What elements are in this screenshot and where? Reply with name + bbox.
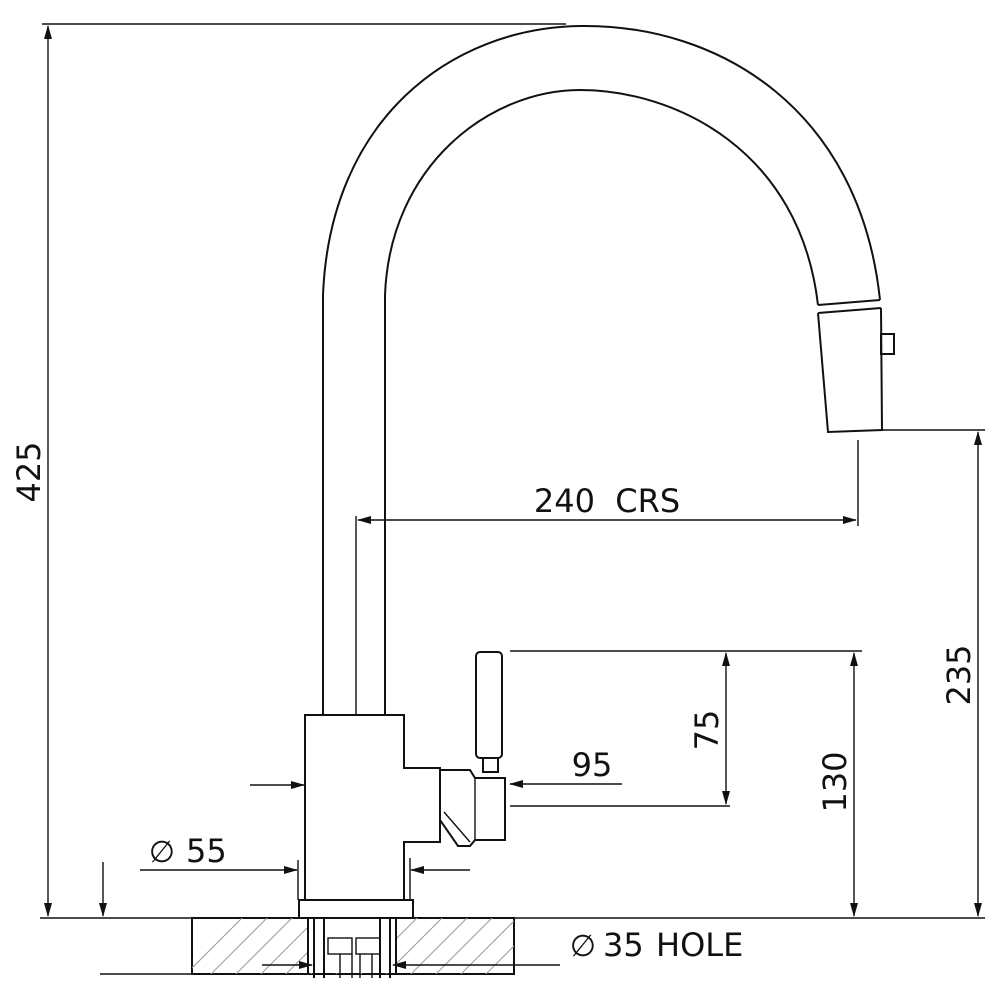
lever-handle	[439, 651, 506, 847]
faucet-body	[304, 714, 441, 901]
label-outlet-height: 235	[940, 644, 978, 705]
label-overall-height: 425	[10, 441, 48, 502]
label-handle-length: 75	[688, 710, 726, 751]
dimension-body-diameter	[140, 781, 470, 874]
label-hole-size: 35	[603, 926, 644, 964]
mounting-shank	[313, 918, 391, 978]
spout-inner	[384, 88, 819, 715]
label-handle-offset: 95	[572, 746, 613, 784]
spray-head	[817, 299, 895, 434]
diameter-symbol-hole: ∅	[570, 929, 596, 964]
base-flange	[298, 899, 414, 919]
label-handle-height: 130	[816, 751, 854, 812]
label-body-diameter: 55	[186, 832, 227, 870]
extension-lines	[40, 23, 985, 975]
diameter-symbol-body: ∅	[149, 835, 175, 870]
label-hole: HOLE	[656, 926, 743, 964]
dimension-hole	[99, 862, 560, 969]
label-spout-reach: 240 CRS	[534, 482, 680, 520]
countertop	[191, 917, 515, 975]
spout-outer	[322, 24, 881, 715]
faucet	[298, 24, 895, 978]
